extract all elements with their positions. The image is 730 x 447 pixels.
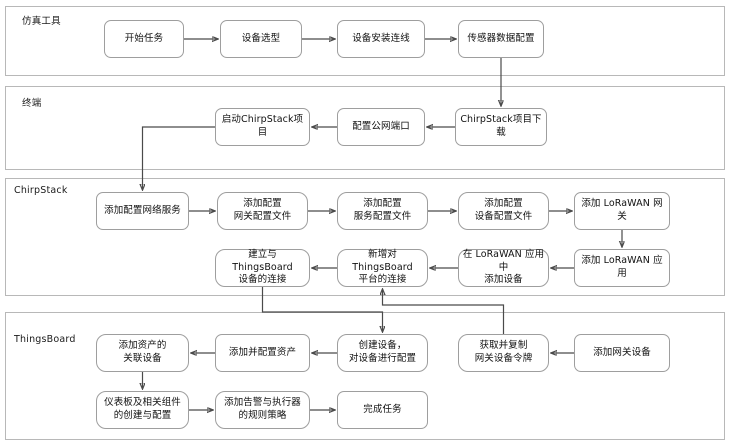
node-n6[interactable]: 配置公网端口 (337, 108, 425, 146)
node-label: 添加资产的 关联设备 (118, 340, 167, 364)
node-n18[interactable]: 获取并复制 网关设备令牌 (458, 334, 549, 372)
lane-label-terminal: 终端 (22, 98, 42, 109)
node-n19[interactable]: 创建设备， 对设备进行配置 (337, 334, 428, 372)
node-label: 添加配置 服务配置文件 (353, 198, 412, 222)
node-label: ChirpStack项目下载 (460, 114, 542, 138)
node-n13[interactable]: 添加 LoRaWAN 应用 (574, 249, 670, 287)
lane-label-thingsboard: ThingsBoard (14, 334, 76, 345)
node-label: 传感器数据配置 (467, 32, 535, 44)
node-label: 获取并复制 网关设备令牌 (474, 340, 533, 364)
node-label: 设备安装连线 (352, 32, 410, 44)
node-label: 开始任务 (124, 32, 164, 44)
node-n17[interactable]: 添加网关设备 (574, 334, 670, 372)
node-n23[interactable]: 添加告警与执行器 的规则策略 (215, 391, 310, 429)
lane-label-chirpstack: ChirpStack (14, 185, 68, 196)
node-label: 仪表板及相关组件 的创建与配置 (104, 397, 181, 421)
node-label: 在 LoRaWAN 应用中 添加设备 (462, 248, 545, 286)
node-label: 添加配置网络服务 (104, 204, 181, 216)
node-n5[interactable]: ChirpStack项目下载 (455, 108, 547, 146)
node-n1[interactable]: 开始任务 (104, 20, 184, 58)
node-label: 完成任务 (363, 403, 402, 415)
node-n22[interactable]: 仪表板及相关组件 的创建与配置 (96, 391, 189, 429)
node-label: 添加网关设备 (593, 346, 651, 358)
node-n9[interactable]: 添加配置 网关配置文件 (217, 192, 308, 230)
node-n16[interactable]: 建立与ThingsBoard 设备的连接 (215, 249, 310, 287)
node-n20[interactable]: 添加并配置资产 (215, 334, 310, 372)
node-label: 建立与ThingsBoard 设备的连接 (232, 248, 293, 286)
node-n4[interactable]: 传感器数据配置 (458, 20, 544, 58)
node-label: 新增对ThingsBoard 平台的连接 (352, 248, 413, 286)
node-n24[interactable]: 完成任务 (337, 391, 428, 429)
node-n14[interactable]: 在 LoRaWAN 应用中 添加设备 (458, 249, 549, 287)
node-label: 添加 LoRaWAN 应用 (581, 255, 663, 279)
node-n3[interactable]: 设备安装连线 (337, 20, 425, 58)
node-n10[interactable]: 添加配置 服务配置文件 (337, 192, 428, 230)
node-n15[interactable]: 新增对ThingsBoard 平台的连接 (337, 249, 428, 287)
node-label: 添加配置 设备配置文件 (474, 198, 533, 222)
lane-label-sim: 仿真工具 (22, 16, 61, 27)
node-n8[interactable]: 添加配置网络服务 (96, 192, 189, 230)
node-n21[interactable]: 添加资产的 关联设备 (96, 334, 189, 372)
node-label: 创建设备， 对设备进行配置 (348, 340, 417, 364)
node-label: 配置公网端口 (352, 120, 410, 132)
node-label: 添加并配置资产 (228, 346, 297, 358)
node-label: 添加 LoRaWAN 网关 (581, 198, 663, 222)
node-n7[interactable]: 启动ChirpStack项目 (215, 108, 310, 146)
node-label: 启动ChirpStack项目 (221, 114, 304, 138)
node-label: 设备选型 (241, 32, 281, 44)
node-label: 添加告警与执行器 的规则策略 (224, 397, 301, 421)
node-label: 添加配置 网关配置文件 (233, 198, 292, 222)
node-n2[interactable]: 设备选型 (220, 20, 302, 58)
node-n12[interactable]: 添加 LoRaWAN 网关 (574, 192, 670, 230)
node-n11[interactable]: 添加配置 设备配置文件 (458, 192, 549, 230)
